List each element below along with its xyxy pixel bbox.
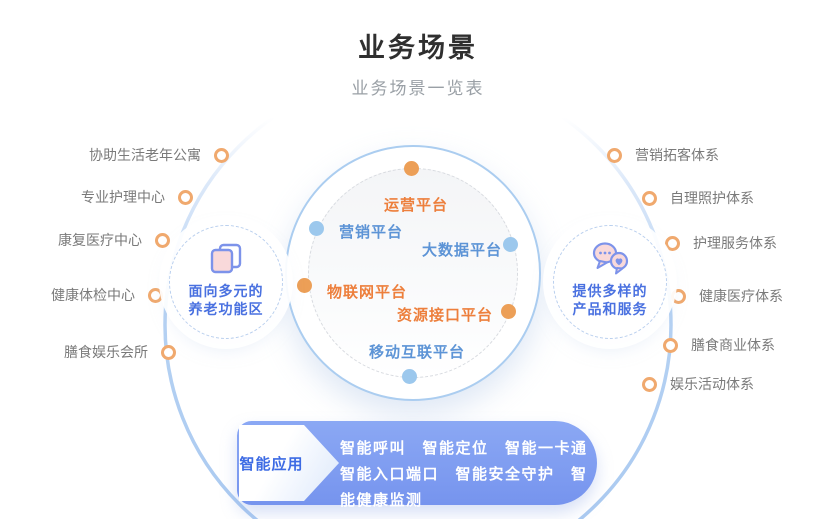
- bullet-ring-icon: [178, 189, 193, 205]
- bullet-ring-icon: [155, 232, 170, 248]
- list-item-label: 康复医疗中心: [58, 232, 142, 248]
- left-list-item: 健康体检中心: [51, 285, 163, 305]
- right-badge: 提供多样的 产品和服务: [553, 225, 667, 339]
- bullet-ring-icon: [665, 235, 680, 251]
- list-item-label: 护理服务体系: [693, 235, 777, 251]
- right-list-item: 健康医疗体系: [671, 286, 783, 306]
- platform-dot: [297, 278, 312, 293]
- left-list-item: 协助生活老年公寓: [89, 145, 229, 165]
- page-subtitle: 业务场景一览表: [351, 79, 485, 98]
- right-list-item: 膳食商业体系: [663, 335, 775, 355]
- left-list-item: 康复医疗中心: [58, 230, 170, 250]
- list-item-label: 膳食娱乐会所: [64, 344, 148, 360]
- list-item-label: 协助生活老年公寓: [89, 147, 201, 163]
- right-list-item: 娱乐活动体系: [642, 374, 754, 394]
- badge-caption-line: 养老功能区: [188, 301, 264, 317]
- left-badge: 面向多元的 养老功能区: [169, 225, 283, 339]
- page-title: 业务场景: [358, 33, 478, 63]
- platform-dot: [503, 237, 518, 252]
- badge-caption-line: 产品和服务: [572, 301, 648, 317]
- platform-dot: [402, 369, 417, 384]
- left-list-item: 膳食娱乐会所: [64, 342, 176, 362]
- platform-label: 移动互联平台: [369, 344, 466, 361]
- platform-label: 物联网平台: [327, 284, 408, 301]
- right-list-item: 护理服务体系: [665, 233, 777, 253]
- platform-dot: [309, 221, 324, 236]
- right-list-item: 自理照护体系: [642, 188, 754, 208]
- bullet-ring-icon: [607, 147, 622, 163]
- list-item-label: 专业护理中心: [81, 189, 165, 205]
- stacked-cards-icon: [210, 243, 242, 274]
- list-item-label: 自理照护体系: [670, 190, 754, 206]
- bullet-ring-icon: [642, 190, 657, 206]
- bullet-ring-icon: [642, 376, 657, 392]
- list-item-label: 健康医疗体系: [699, 288, 783, 304]
- bullet-ring-icon: [214, 147, 229, 163]
- right-list-item: 营销拓客体系: [607, 145, 719, 165]
- platform-label: 运营平台: [384, 197, 449, 214]
- list-item-label: 娱乐活动体系: [670, 376, 754, 392]
- smart-apps-banner: 智能应用 智能呼叫 智能定位 智能一卡通 智能入口端口 智能安全守护 智能健康监…: [237, 421, 603, 509]
- platform-label: 营销平台: [339, 224, 404, 241]
- left-list-item: 专业护理中心: [81, 187, 193, 207]
- list-item-label: 膳食商业体系: [691, 337, 775, 353]
- platform-label: 资源接口平台: [397, 307, 494, 324]
- bullet-ring-icon: [148, 287, 163, 303]
- bullet-ring-icon: [161, 344, 176, 360]
- chat-bubbles-icon: [592, 242, 629, 275]
- bullet-ring-icon: [671, 288, 686, 304]
- badge-caption: 提供多样的 产品和服务: [573, 282, 648, 318]
- badge-caption-line: 提供多样的: [572, 283, 648, 299]
- badge-caption-line: 面向多元的: [188, 283, 264, 299]
- platform-dot: [501, 304, 516, 319]
- badge-caption: 面向多元的 养老功能区: [189, 282, 264, 318]
- platform-label: 大数据平台: [422, 242, 503, 259]
- banner-apps-text: 智能呼叫 智能定位 智能一卡通 智能入口端口 智能安全守护 智能健康监测: [340, 440, 605, 509]
- bullet-ring-icon: [663, 337, 678, 353]
- smart-apps-arrow-label: 智能应用: [239, 425, 339, 501]
- list-item-label: 健康体检中心: [51, 287, 135, 303]
- banner-arrow-text: 智能应用: [239, 455, 304, 473]
- platform-dot: [404, 161, 419, 176]
- list-item-label: 营销拓客体系: [635, 147, 719, 163]
